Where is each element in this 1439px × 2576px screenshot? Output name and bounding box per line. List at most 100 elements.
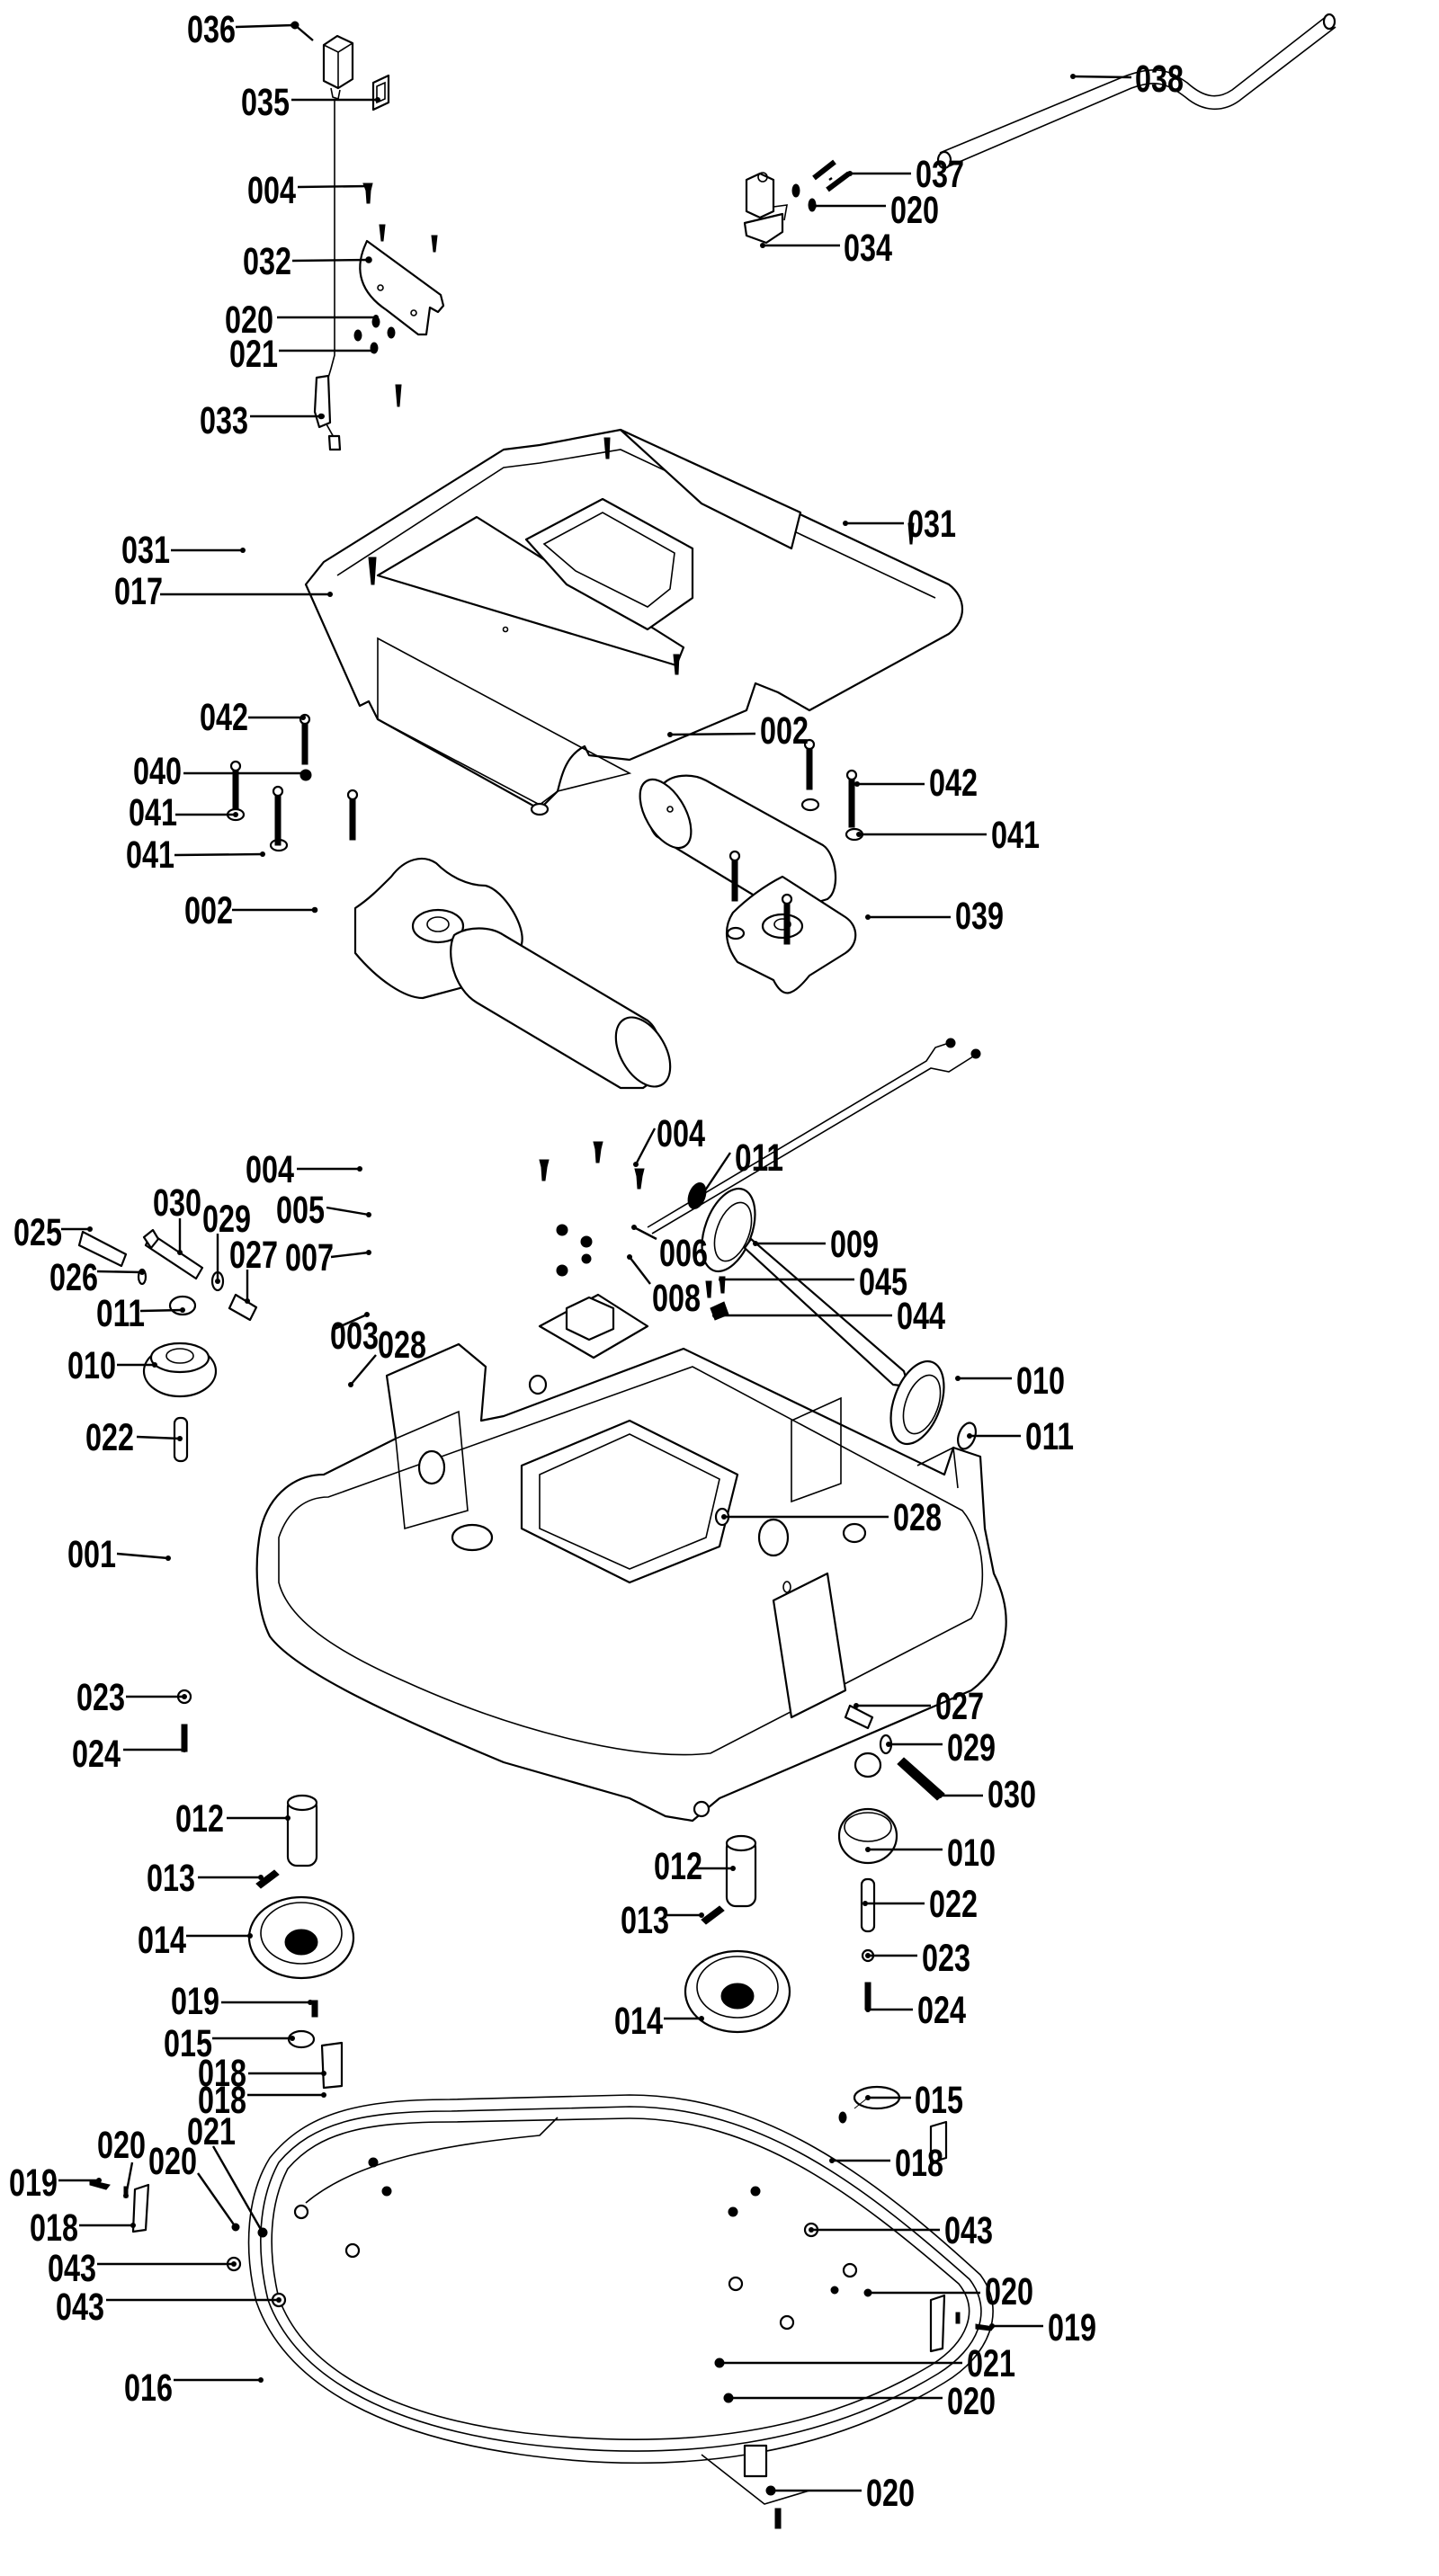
callout-009: 009	[753, 1223, 879, 1266]
leader-endpoint	[699, 2016, 704, 2021]
callout-017: 017	[114, 570, 333, 613]
leader-line	[197, 2172, 237, 2228]
leader-endpoint	[809, 2227, 814, 2233]
callout-label: 031	[907, 503, 956, 546]
callout-003: 003	[330, 1312, 379, 1358]
leader-endpoint	[768, 2488, 773, 2493]
callout-label: 023	[76, 1676, 125, 1719]
leader-endpoint	[357, 1166, 362, 1172]
callout-label: 004	[246, 1148, 294, 1191]
callout-020: 020	[148, 2140, 238, 2230]
callout-label: 029	[202, 1198, 251, 1241]
callout-001: 001	[67, 1533, 171, 1576]
callout-label: 024	[917, 1989, 966, 2032]
leader-endpoint	[247, 1933, 253, 1939]
callout-016: 016	[124, 2367, 264, 2410]
callout-028: 028	[721, 1496, 942, 1539]
leader-endpoint	[375, 97, 380, 103]
part-brush-hub-right	[684, 1834, 791, 2034]
callout-037: 037	[847, 153, 964, 196]
leader-endpoint	[260, 2230, 265, 2235]
callout-label: 042	[200, 696, 248, 739]
callout-002: 002	[184, 889, 317, 932]
callout-045: 045	[719, 1261, 907, 1304]
callout-019: 019	[989, 2306, 1096, 2349]
leader-endpoint	[233, 812, 238, 817]
leader-endpoint	[699, 1193, 704, 1199]
callout-020: 020	[768, 2472, 915, 2515]
leader-endpoint	[699, 1912, 704, 1918]
leader-endpoint	[865, 1847, 871, 1852]
callout-038: 038	[1070, 58, 1184, 101]
callout-025: 025	[13, 1211, 93, 1254]
callout-label: 023	[922, 1937, 970, 1980]
leader-endpoint	[886, 1742, 891, 1747]
callout-015: 015	[865, 2079, 963, 2122]
callout-029: 029	[202, 1198, 251, 1284]
callout-010: 010	[865, 1832, 996, 1875]
callout-026: 026	[49, 1256, 145, 1299]
leader-endpoint	[130, 2223, 136, 2228]
leader-line	[330, 1251, 370, 1259]
leader-endpoint	[366, 1212, 371, 1217]
leader-endpoint	[633, 1162, 639, 1167]
part-033-connector	[313, 374, 342, 451]
leader-endpoint	[366, 257, 371, 263]
callout-label: 018	[30, 2206, 78, 2250]
leader-endpoint	[182, 1694, 187, 1699]
leader-endpoint	[152, 1362, 157, 1368]
leader-endpoint	[843, 521, 848, 526]
leader-endpoint	[854, 1703, 859, 1708]
callout-label: 011	[96, 1292, 145, 1335]
leader-endpoint	[730, 1866, 736, 1871]
leader-endpoint	[87, 1226, 93, 1232]
callout-018: 018	[829, 2142, 943, 2185]
callout-041: 041	[126, 833, 265, 877]
leader-endpoint	[989, 2323, 995, 2329]
leader-line	[211, 2145, 264, 2233]
leader-endpoint	[865, 1953, 871, 1958]
leader-line	[136, 1435, 181, 1440]
leader-line	[334, 1313, 368, 1331]
leader-endpoint	[865, 914, 871, 920]
callout-label: 020	[97, 2124, 146, 2167]
part-fastener-cluster	[539, 1141, 645, 1277]
leader-line	[701, 1152, 731, 1197]
callout-label: 025	[13, 1211, 62, 1254]
callout-label: 016	[124, 2367, 173, 2410]
leader-endpoint	[260, 851, 265, 857]
callout-022: 022	[863, 1883, 978, 1926]
leader-endpoint	[811, 203, 817, 209]
leader-endpoint	[300, 715, 306, 720]
callout-label: 027	[229, 1234, 278, 1277]
leader-endpoint	[180, 1307, 185, 1313]
leader-endpoint	[366, 1250, 371, 1255]
leader-line	[1072, 75, 1132, 79]
leader-line	[629, 1256, 651, 1285]
part-035-gasket	[371, 74, 390, 111]
callout-023: 023	[865, 1937, 970, 1980]
part-002-motor-right	[639, 774, 837, 914]
callout-012: 012	[654, 1845, 736, 1888]
leader-endpoint	[290, 22, 296, 28]
callout-label: 041	[126, 833, 174, 877]
callout-label: 027	[935, 1685, 984, 1728]
callout-label: 021	[187, 2110, 236, 2153]
callout-label: 018	[198, 2079, 246, 2122]
callout-label: 032	[243, 240, 291, 283]
callout-030: 030	[937, 1773, 1036, 1816]
callout-label: 013	[621, 1899, 669, 1942]
leader-endpoint	[233, 2224, 238, 2230]
leader-line	[96, 1270, 143, 1274]
part-037-screws	[812, 159, 851, 192]
callout-020: 020	[865, 2270, 1033, 2313]
callout-label: 002	[184, 889, 233, 932]
callout-label: 015	[915, 2079, 963, 2122]
leader-endpoint	[667, 732, 673, 737]
leader-line	[350, 1354, 377, 1386]
callout-021: 021	[229, 333, 376, 376]
leader-line	[291, 258, 370, 263]
callout-031: 031	[121, 529, 246, 572]
leader-endpoint	[753, 1241, 758, 1246]
